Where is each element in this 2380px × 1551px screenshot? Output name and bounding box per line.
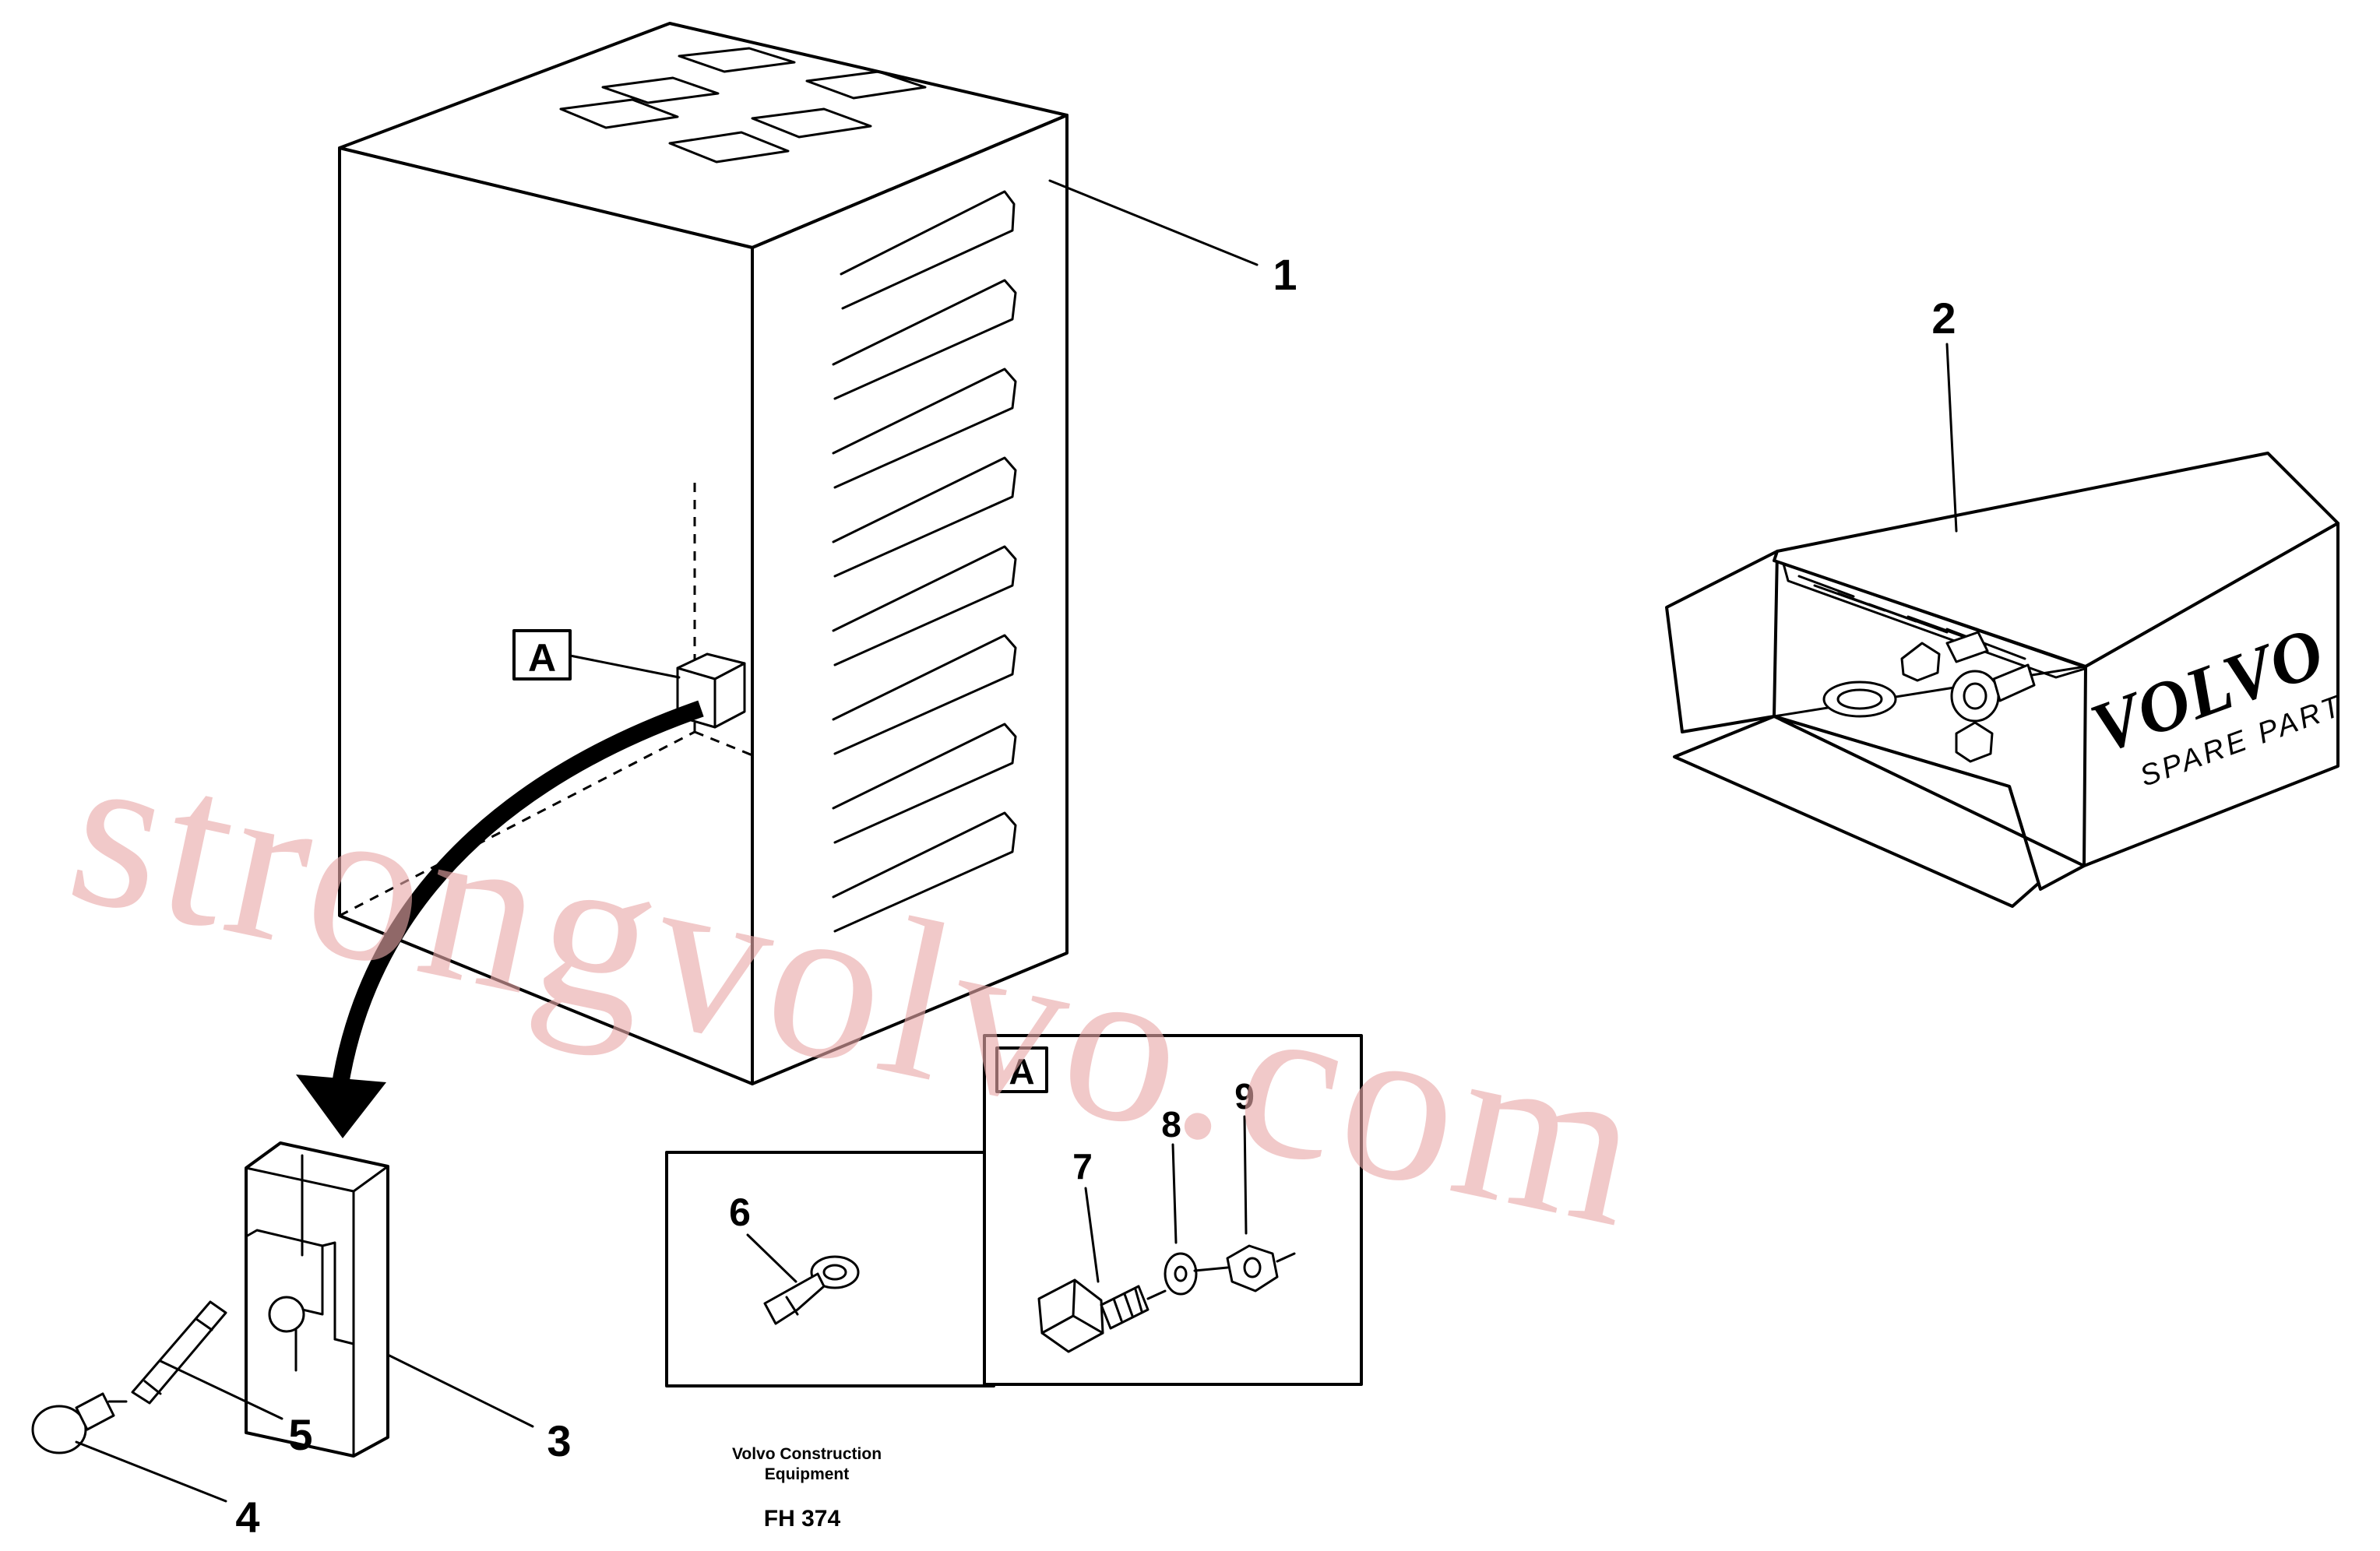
detail-reference-tag: A xyxy=(512,629,681,681)
nut xyxy=(1226,1244,1279,1292)
callout-6-label: 6 xyxy=(729,1191,751,1234)
fuse-cap xyxy=(31,1392,128,1454)
callout-4-label: 4 xyxy=(235,1493,259,1542)
callout-5-label: 5 xyxy=(288,1410,312,1459)
callout-1: 1 xyxy=(1048,179,1297,299)
washer xyxy=(1164,1252,1198,1296)
callout-9-label: 9 xyxy=(1234,1076,1255,1117)
drawing-footer: Volvo Construction Equipment FH 374 xyxy=(732,1445,882,1532)
callout-2-label: 2 xyxy=(1931,294,1956,343)
callout-1-label: 1 xyxy=(1273,250,1297,299)
detail-arrow xyxy=(296,700,704,1138)
detail-tag-text: A xyxy=(528,636,556,680)
detail-box-a: A 7 8 9 xyxy=(983,1034,1363,1386)
callout-3: 3 xyxy=(386,1353,572,1465)
callout-2: 2 xyxy=(1931,294,1958,533)
side-louvres xyxy=(832,190,1017,933)
inner-hatching xyxy=(1797,575,2026,660)
callout-5: 5 xyxy=(159,1359,313,1459)
spare-parts-kit: VOLVO SPARE PART xyxy=(1665,452,2348,908)
callout-3-label: 3 xyxy=(547,1416,571,1465)
detail-box-cable-lug: 6 xyxy=(665,1151,995,1387)
callout-8-label: 8 xyxy=(1161,1104,1181,1145)
callout-7-label: 7 xyxy=(1072,1146,1093,1187)
top-vents xyxy=(559,47,927,164)
fuse-holder-assembly xyxy=(31,1141,389,1458)
company-line-1: Volvo Construction xyxy=(732,1445,882,1463)
figure-code: FH 374 xyxy=(764,1506,841,1532)
electrical-cabinet xyxy=(338,22,1069,1085)
detail-box-tag-text: A xyxy=(1009,1051,1034,1092)
bolt xyxy=(1037,1278,1150,1353)
callout-4: 4 xyxy=(75,1440,260,1542)
company-line-2: Equipment xyxy=(765,1465,850,1483)
